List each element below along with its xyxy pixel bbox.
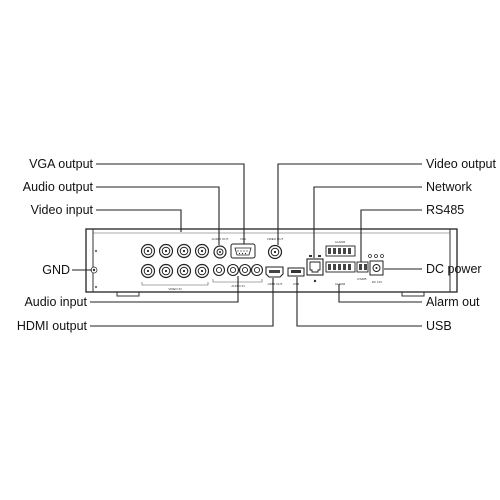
bnc-connector bbox=[158, 243, 174, 259]
video-input-label: Video input bbox=[31, 203, 94, 217]
bnc-connector bbox=[140, 243, 156, 259]
video-in-marking: VIDEO IN bbox=[168, 287, 181, 291]
bnc-connector bbox=[176, 243, 192, 259]
rs485-terminal-block: RS485 bbox=[356, 261, 369, 281]
alarm-out-label: Alarm out bbox=[426, 295, 480, 309]
usb-label: USB bbox=[426, 319, 452, 333]
alarm-marking-bottom: ALARM bbox=[335, 282, 346, 286]
hdmi-port: HDMI OUT bbox=[265, 266, 284, 286]
network-port bbox=[306, 255, 324, 283]
vga-marking: VGA bbox=[240, 237, 246, 241]
usb-marking: USB bbox=[293, 282, 299, 286]
dvr-rear-panel: VIDEO IN AUDIO OUT VGA AUDIO IN bbox=[85, 228, 458, 297]
bnc-connector bbox=[158, 263, 174, 279]
vga-output-label: VGA output bbox=[29, 157, 93, 171]
rca-connector bbox=[250, 263, 264, 277]
alarm-terminal-block: ALARM ALARM bbox=[325, 240, 356, 286]
audio-output-label: Audio output bbox=[23, 180, 94, 194]
dc-power-label: DC power bbox=[426, 262, 482, 276]
video-input-bnc-group: VIDEO IN bbox=[140, 243, 210, 291]
leader-lines bbox=[72, 163, 422, 327]
rs485-label: RS485 bbox=[426, 203, 464, 217]
video-output-bnc: VIDEO OUT bbox=[267, 237, 284, 260]
bnc-connector bbox=[194, 243, 210, 259]
bnc-connector bbox=[140, 263, 156, 279]
vga-port: VGA bbox=[230, 237, 256, 259]
video-output-label: Video output bbox=[426, 157, 496, 171]
gnd-label: GND bbox=[42, 263, 70, 277]
rca-connector bbox=[212, 263, 226, 277]
rca-connector bbox=[226, 263, 240, 277]
audio-input-rca-group: AUDIO IN bbox=[212, 263, 264, 288]
chassis bbox=[85, 228, 458, 293]
hdmi-output-label: HDMI output bbox=[17, 319, 88, 333]
power-marking: DC 12V bbox=[372, 280, 383, 284]
network-label: Network bbox=[426, 180, 473, 194]
bnc-connector bbox=[176, 263, 192, 279]
audio-out-marking: AUDIO OUT bbox=[212, 237, 229, 241]
hdmi-out-marking: HDMI OUT bbox=[268, 282, 283, 286]
bnc-connector bbox=[194, 263, 210, 279]
usb-port: USB bbox=[287, 267, 305, 286]
rca-connector bbox=[238, 263, 252, 277]
video-out-marking: VIDEO OUT bbox=[267, 237, 284, 241]
dc-power-jack: DC 12V bbox=[368, 254, 384, 284]
alarm-marking-top: ALARM bbox=[335, 240, 346, 244]
rs485-marking: RS485 bbox=[357, 277, 367, 281]
audio-output-rca: AUDIO OUT bbox=[212, 237, 229, 259]
audio-input-label: Audio input bbox=[24, 295, 87, 309]
